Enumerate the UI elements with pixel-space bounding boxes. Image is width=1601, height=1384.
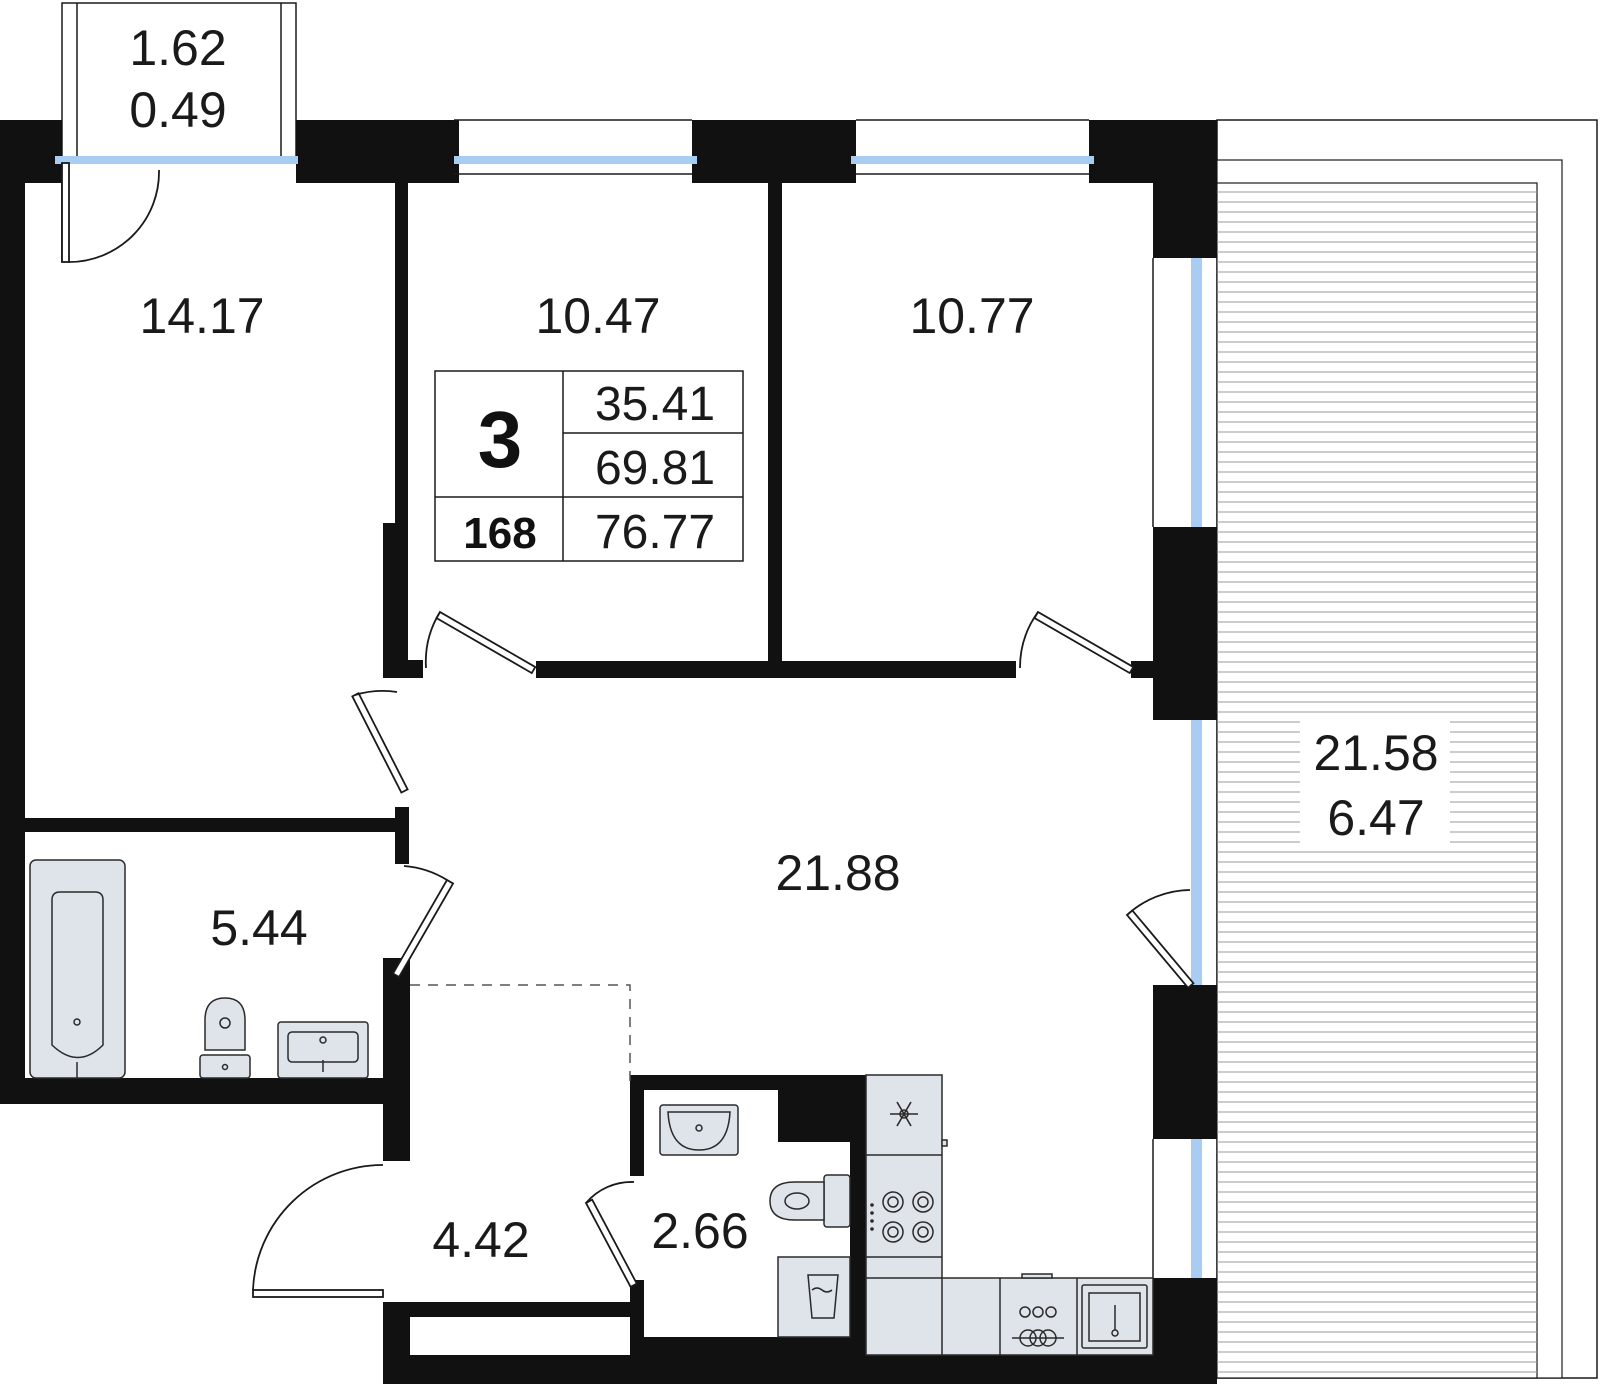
bathroom-area: 5.44 (210, 900, 307, 956)
living-kitchen-area: 21.88 (775, 845, 900, 901)
total-area: 69.81 (595, 442, 715, 495)
bedroom-right-area: 10.77 (909, 288, 1034, 344)
zone-divider (410, 984, 631, 1085)
balcony-small-area: 1.62 (129, 20, 226, 76)
dishwasher-icon (1012, 1306, 1064, 1347)
bathtub-icon (29, 859, 126, 1079)
bedroom-middle-area: 10.47 (535, 288, 660, 344)
terrace-reduced: 6.47 (1327, 790, 1424, 846)
washing-machine-icon (777, 1256, 851, 1338)
toilet-icon (769, 1174, 851, 1228)
balcony-small-reduced: 0.49 (129, 82, 226, 138)
walls (0, 120, 1217, 1384)
toilet-area: 2.66 (651, 1203, 748, 1259)
fridge-icon (890, 1101, 918, 1127)
terrace (1216, 119, 1598, 1379)
stove-icon (870, 1191, 934, 1243)
sink-icon (659, 1104, 739, 1156)
kitchen-counter (865, 1074, 1154, 1356)
living-area: 35.41 (595, 378, 715, 431)
terrace-area: 21.58 (1313, 725, 1438, 781)
summary-table: 3 168 35.41 69.81 76.77 (434, 370, 744, 562)
small-balcony (61, 2, 297, 164)
hallway-area: 4.42 (432, 1212, 529, 1268)
sink-icon (277, 1021, 369, 1079)
bedroom-left-area: 14.17 (139, 288, 264, 344)
kitchen-sink-icon (1081, 1284, 1148, 1349)
total-area-with-balcony: 76.77 (595, 506, 715, 559)
apartment-number: 168 (463, 509, 536, 558)
windows (55, 119, 1202, 1278)
rooms-count: 3 (478, 395, 523, 484)
doors (61, 162, 1195, 1298)
toilet-icon (199, 997, 251, 1079)
